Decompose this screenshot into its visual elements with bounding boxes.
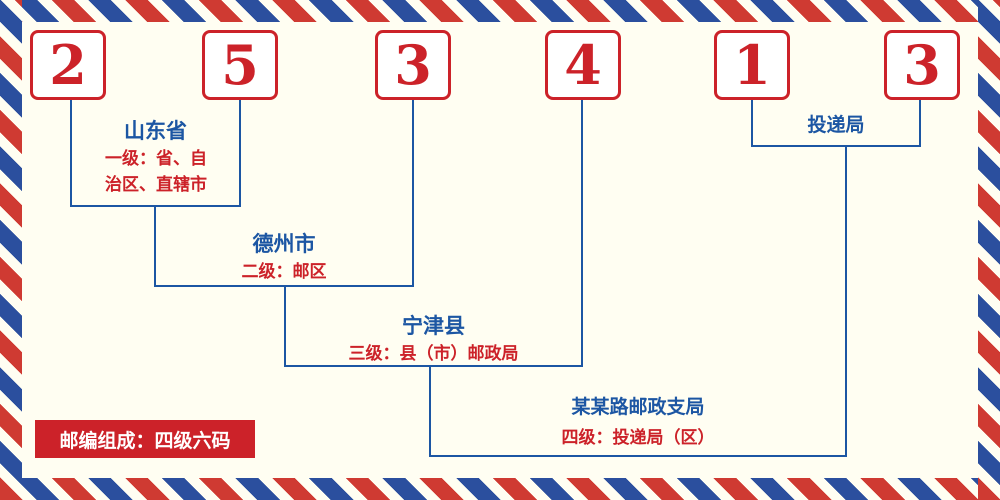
connector-line-level1-to-level2 bbox=[154, 205, 156, 287]
connector-line-level3-bottom bbox=[284, 365, 583, 367]
postal-digit-6: 3 bbox=[884, 30, 960, 100]
connector-line-digit3-down bbox=[412, 100, 414, 287]
connector-line-level3-to-level4 bbox=[429, 365, 431, 457]
connector-line-delivery-to-level4 bbox=[845, 145, 847, 457]
level2-description: 二级：邮区 bbox=[241, 262, 327, 282]
airmail-border-right bbox=[978, 0, 1000, 500]
level4-place-label: 某某路邮政支局 bbox=[571, 396, 705, 418]
connector-line-level4-bottom bbox=[429, 455, 847, 457]
postal-digit-1: 2 bbox=[30, 30, 106, 100]
postal-digit-3: 3 bbox=[375, 30, 451, 100]
postal-digit-2: 5 bbox=[202, 30, 278, 100]
level4-description: 四级：投递局（区） bbox=[561, 428, 715, 448]
airmail-border-left bbox=[0, 0, 22, 500]
postal-digit-4: 4 bbox=[545, 30, 621, 100]
connector-line-digit6-down bbox=[919, 100, 921, 147]
connector-line-level2-to-level3 bbox=[284, 285, 286, 367]
level2-place-label: 德州市 bbox=[252, 232, 316, 256]
postal-digit-5: 1 bbox=[714, 30, 790, 100]
level3-description: 三级：县（市）邮政局 bbox=[348, 344, 519, 364]
delivery-office-label: 投递局 bbox=[807, 114, 865, 136]
connector-line-digit5-down bbox=[751, 100, 753, 147]
composition-note-text: 邮编组成：四级六码 bbox=[59, 429, 231, 452]
airmail-border-top bbox=[0, 0, 1000, 22]
connector-line-digit4-down bbox=[581, 100, 583, 367]
connector-line-digit1-down bbox=[70, 100, 72, 207]
composition-note-badge: 邮编组成：四级六码 bbox=[35, 420, 255, 458]
level1-place-label: 山东省 bbox=[124, 119, 187, 143]
airmail-border-bottom bbox=[0, 478, 1000, 500]
level1-description: 一级：省、自治区、直辖市 bbox=[105, 149, 207, 196]
level3-place-label: 宁津县 bbox=[402, 314, 465, 338]
connector-line-digit2-down bbox=[239, 100, 241, 207]
connector-line-delivery-bottom bbox=[751, 145, 921, 147]
